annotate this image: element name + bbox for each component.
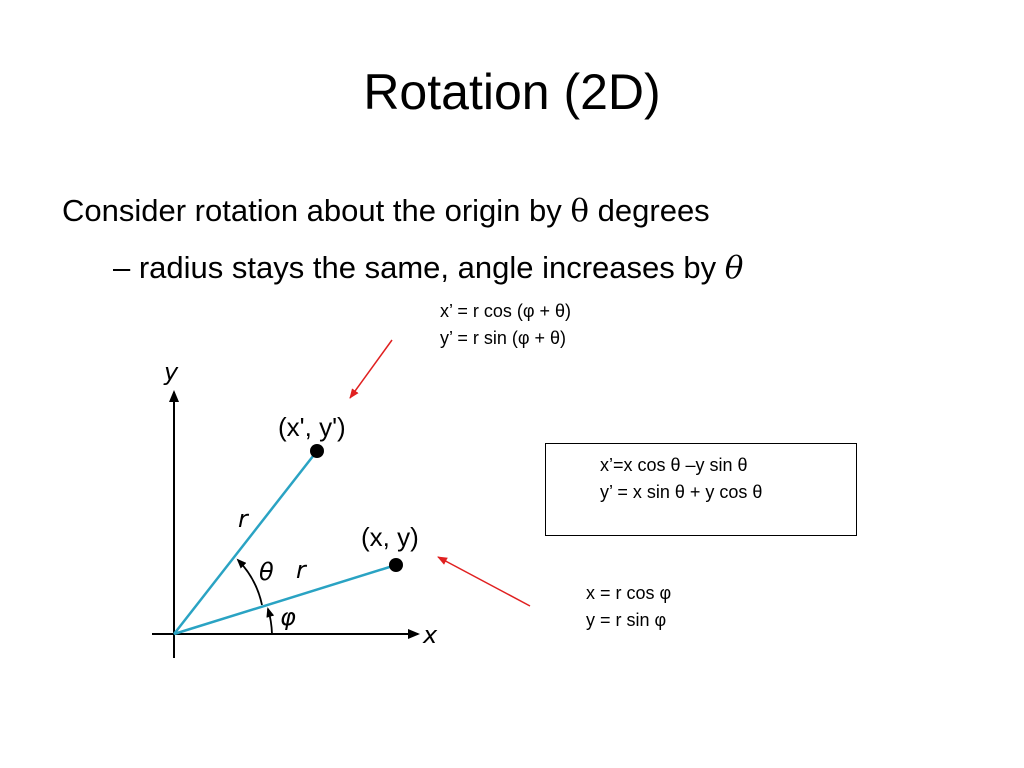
rotated-formula-x: x’ = r cos (φ + θ) <box>440 301 572 321</box>
rotated-formula-y: y’ = r sin (φ + θ) <box>440 328 567 348</box>
bullet-radius-angle: – radius stays the same, angle increases… <box>113 249 743 287</box>
rotated-vector <box>173 450 318 635</box>
box-formula-x: x’=x cos θ –y sin θ <box>600 455 748 475</box>
original-point <box>389 558 403 572</box>
radius-label-rotated: r <box>238 505 250 533</box>
bullet-rotation-intro-text: Consider rotation about the origin by <box>62 193 571 228</box>
phi-arc <box>266 607 275 635</box>
box-formula-y: y’ = x sin θ + y cos θ <box>600 482 763 502</box>
y-axis-label: y <box>163 358 179 386</box>
original-point-label: (x, y) <box>361 522 419 552</box>
original-vector <box>173 563 397 636</box>
x-axis-label: x <box>422 621 438 649</box>
bullet-radius-angle-text: – radius stays the same, angle increases… <box>113 250 725 285</box>
theta-arc <box>236 558 263 606</box>
theta-symbol: θ <box>570 193 590 229</box>
bullet-rotation-intro-suffix: degrees <box>589 193 710 228</box>
red-arrow-rotated <box>349 339 393 399</box>
rotation-matrix-box: x’=x cos θ –y sin θ y’ = x sin θ + y cos… <box>545 443 857 536</box>
phi-label: φ <box>280 603 296 631</box>
radius-label-original: r <box>296 556 308 584</box>
box-formulas: x’=x cos θ –y sin θ y’ = x sin θ + y cos… <box>600 452 762 506</box>
slide-title: Rotation (2D) <box>363 64 661 120</box>
original-formula-y: y = r sin φ <box>586 610 667 630</box>
rotated-formulas: x’ = r cos (φ + θ) y’ = r sin (φ + θ) <box>440 298 571 352</box>
original-formula-x: x = r cos φ <box>586 583 672 603</box>
rotated-point <box>310 444 324 458</box>
red-arrow-original <box>437 556 531 607</box>
rotated-point-label: (x', y') <box>278 412 346 442</box>
theta-symbol-italic: θ <box>724 250 744 286</box>
theta-label: θ <box>259 558 274 586</box>
bullet-rotation-intro: Consider rotation about the origin by θ … <box>62 192 710 230</box>
original-formulas: x = r cos φ y = r sin φ <box>586 580 671 634</box>
